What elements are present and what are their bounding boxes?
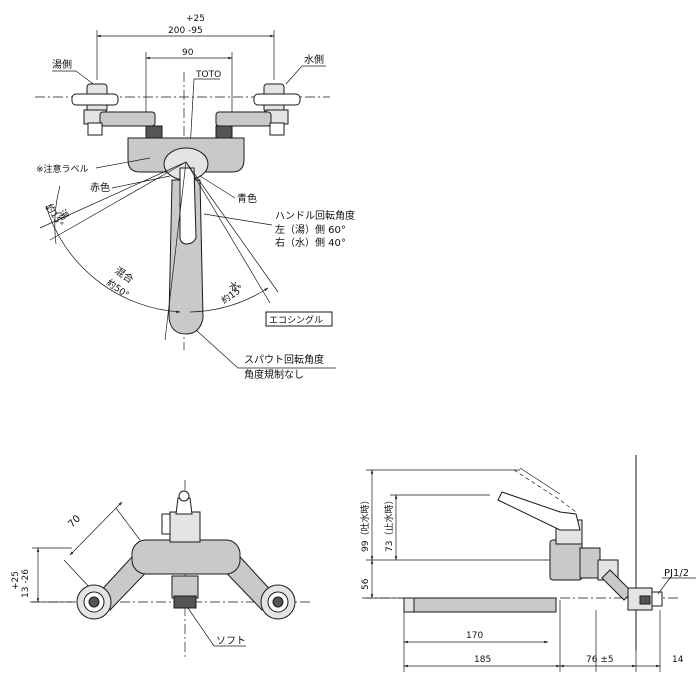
front-spout [171, 575, 199, 599]
handle-rotation-left: 左（湯）側 60° [275, 223, 346, 236]
caution-label: ※注意ラベル [36, 163, 89, 175]
right-inlet-fitting [215, 83, 301, 136]
handle-rotation-right: 右（水）側 40° [275, 236, 346, 249]
top-view: +25 200 -95 90 TOTO 湯側 水側 [35, 14, 355, 381]
side-body [549, 539, 583, 581]
blue-label: 青色 [237, 192, 257, 205]
dim-90: 90 [145, 48, 233, 118]
eco-single-box [265, 311, 333, 327]
dim-200-label: 200 -95 [168, 26, 203, 36]
front-dim-plus: +25 [11, 571, 21, 590]
cold-side-label: 水側 [304, 53, 324, 66]
side-dim-14: 14 [672, 655, 684, 665]
side-spout-tip [403, 597, 415, 613]
side-dim-56: 56 [361, 578, 371, 590]
front-dim-side: 13 -26 [21, 569, 31, 598]
side-dim-170: 170 [466, 631, 483, 641]
toto-label: TOTO [195, 70, 221, 80]
dim-200: +25 200 -95 [96, 14, 275, 80]
side-view: 99（吐水時） 73（止水時） 56 170 185 76 ±5 14 [359, 455, 696, 672]
dim-90-label: 90 [182, 48, 194, 58]
front-body [131, 539, 241, 575]
side-spout [403, 597, 557, 613]
handle-rotation-title: ハンドル回転角度 [275, 209, 355, 222]
front-dim-70: 70 [66, 513, 83, 530]
top-handle-lever [179, 167, 197, 245]
pj-label: PJ1/2 [664, 568, 689, 579]
front-cartridge [169, 511, 201, 543]
dim-plus-label: +25 [186, 14, 205, 24]
side-dim-99: 99（吐水時） [359, 496, 371, 552]
eco-single-label: エコシングル [269, 314, 323, 326]
spout-rotation-line1: スパウト回転角度 [244, 353, 324, 366]
side-dim-185: 185 [474, 655, 491, 665]
side-handle [497, 491, 581, 531]
red-label: 赤色 [90, 181, 110, 194]
side-connector [579, 547, 601, 579]
left-nut [145, 125, 163, 139]
left-inlet-fitting [71, 83, 156, 136]
front-view: +25 13 -26 70 ソフト [11, 480, 310, 660]
side-dim-76: 76 ±5 [586, 655, 614, 665]
hot-side-label: 湯側 [52, 58, 72, 71]
front-aerator [173, 595, 197, 609]
spout-rotation-line2: 角度規制なし [244, 368, 304, 381]
right-nut [215, 125, 233, 139]
side-dim-73: 73（止水時） [383, 496, 395, 552]
soft-label: ソフト [216, 636, 246, 647]
